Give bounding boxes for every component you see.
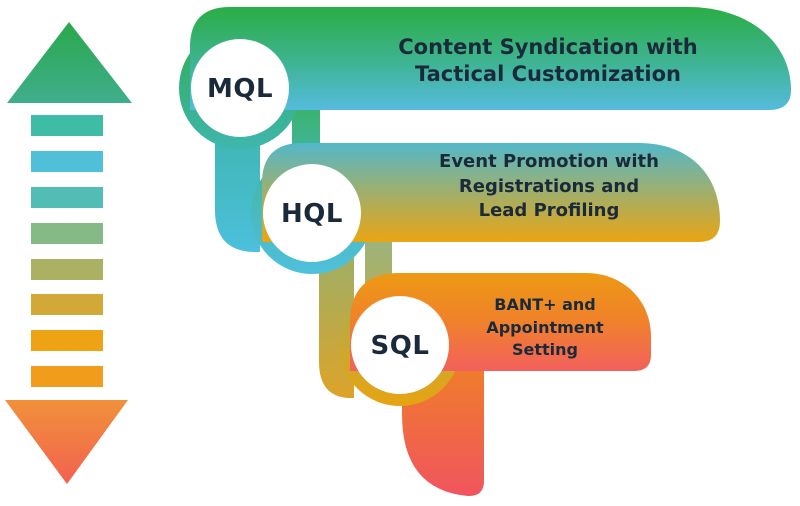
- mql-banner: [190, 7, 791, 110]
- stage-banners: [190, 7, 791, 371]
- arrow-bar-6: [31, 294, 103, 315]
- arrow-bar-4: [31, 223, 103, 244]
- arrow-bar-7: [31, 330, 103, 351]
- hql-banner: [262, 143, 720, 242]
- hql-circle: [263, 164, 361, 262]
- mql-label: MQL: [207, 74, 273, 104]
- connector-banner1-to-banner2: [292, 106, 320, 146]
- banner3-line2: Appointment: [486, 318, 604, 337]
- hql-label: HQL: [281, 199, 343, 229]
- banner3-line3: Setting: [512, 340, 578, 359]
- mql-circle: [191, 39, 289, 137]
- arrow-bar-1: [31, 115, 103, 136]
- banner2-line2: Registrations and: [459, 176, 639, 197]
- arrow-bar-3: [31, 187, 103, 208]
- sql-circle: [351, 296, 449, 394]
- arrow-up-triangle: [7, 22, 132, 103]
- banner2-line1: Event Promotion with: [439, 151, 659, 172]
- banner1-line1: Content Syndication with: [398, 35, 698, 59]
- funnel-connectors: [215, 106, 484, 496]
- arrow-down-triangle: [5, 400, 128, 484]
- arrow-bar-2: [31, 151, 103, 172]
- connector-mql-to-hql: [215, 118, 260, 252]
- banner3-line1: BANT+ and: [494, 295, 596, 314]
- sql-label: SQL: [371, 331, 430, 361]
- stage-texts: Content Syndication with Tactical Custom…: [207, 35, 698, 361]
- lead-quality-arrow: [5, 22, 132, 484]
- banner2-line3: Lead Profiling: [479, 200, 620, 221]
- arrow-bar-5: [31, 259, 103, 280]
- arrow-bar-8: [31, 366, 103, 387]
- banner1-line2: Tactical Customization: [415, 62, 681, 86]
- stage-circles: [191, 39, 449, 394]
